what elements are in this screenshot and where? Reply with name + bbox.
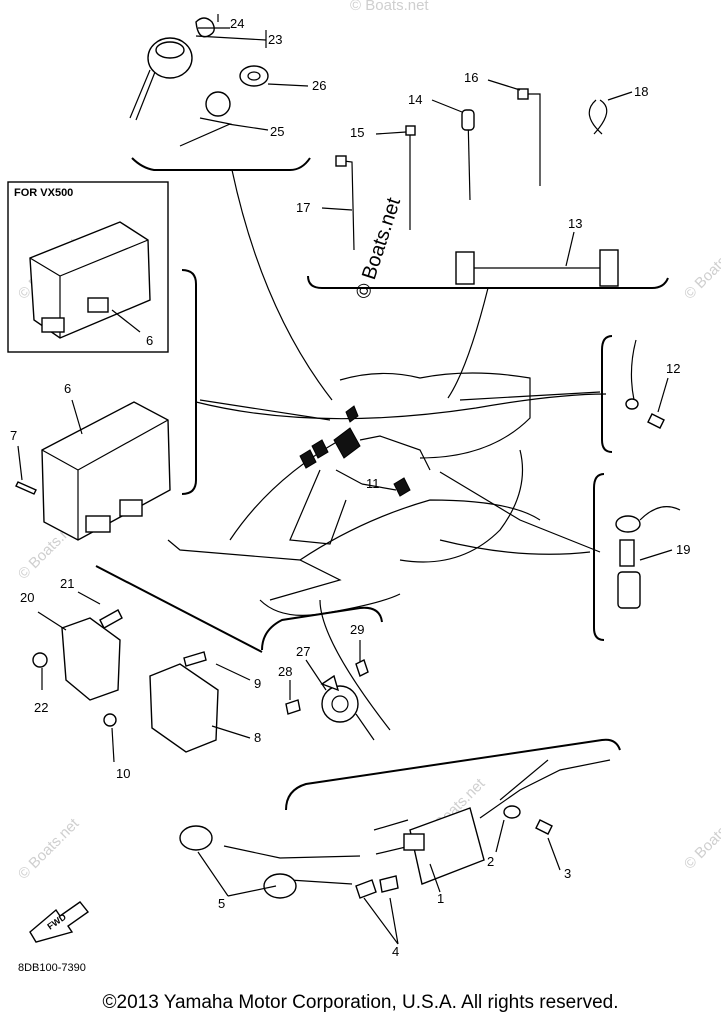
watermark-right-1: © Boats.net [681,235,721,303]
switch-assembly-group [129,14,311,171]
watermark-left-3: © Boats.net [15,815,83,883]
callout-labels: 1 2 3 4 5 6 6 7 8 9 10 11 12 13 14 15 16… [10,16,690,959]
ground-lead-group [601,335,665,453]
callout-8: 8 [254,730,261,745]
callout-11: 11 [366,476,380,491]
callout-22: 22 [34,700,48,715]
callout-15: 15 [350,125,364,140]
speed-sensor-group [261,606,383,741]
callout-20: 20 [20,590,34,605]
callout-7: 7 [10,428,17,443]
callout-27: 27 [296,644,310,659]
callout-26: 26 [312,78,326,93]
watermark-right-2: © Boats.net [681,805,721,873]
callout-14: 14 [408,92,422,107]
callout-29: 29 [350,622,364,637]
callout-21: 21 [60,576,74,591]
document-code: 8DB100-7390 [18,962,86,974]
callout-3: 3 [564,866,571,881]
inset-label: FOR VX500 [14,187,73,199]
rectifier-group [32,565,263,753]
callout-4: 4 [392,944,399,959]
callout-19: 19 [676,542,690,557]
leader-lines [17,27,673,945]
callout-12: 12 [666,361,680,376]
ecu-unit [15,269,197,541]
callout-9: 9 [254,676,261,691]
callout-10: 10 [116,766,130,781]
fwd-arrow: FWD [29,901,90,943]
water-temp-sensor-group [593,473,681,641]
callout-25: 25 [270,124,284,139]
callout-16: 16 [464,70,478,85]
callout-1: 1 [437,891,444,906]
watermark-top: © Boats.net [350,0,429,14]
callout-24: 24 [230,16,244,31]
inset-vx500: FOR VX500 [7,181,169,353]
wire-leads-group [307,88,669,289]
callout-18: 18 [634,84,648,99]
callout-5: 5 [218,896,225,911]
callout-6-main: 6 [64,381,71,396]
hull-outline [167,169,607,731]
callout-28: 28 [278,664,292,679]
callout-6-inset: 6 [146,333,153,348]
copyright-footer: ©2013 Yamaha Motor Corporation, U.S.A. A… [102,992,619,1013]
callout-17: 17 [296,200,310,215]
watermark-main: © Boats.net [352,195,405,302]
ignition-coil-group [179,738,621,899]
callout-23: 23 [268,32,282,47]
callout-13: 13 [568,216,582,231]
callout-2: 2 [487,854,494,869]
